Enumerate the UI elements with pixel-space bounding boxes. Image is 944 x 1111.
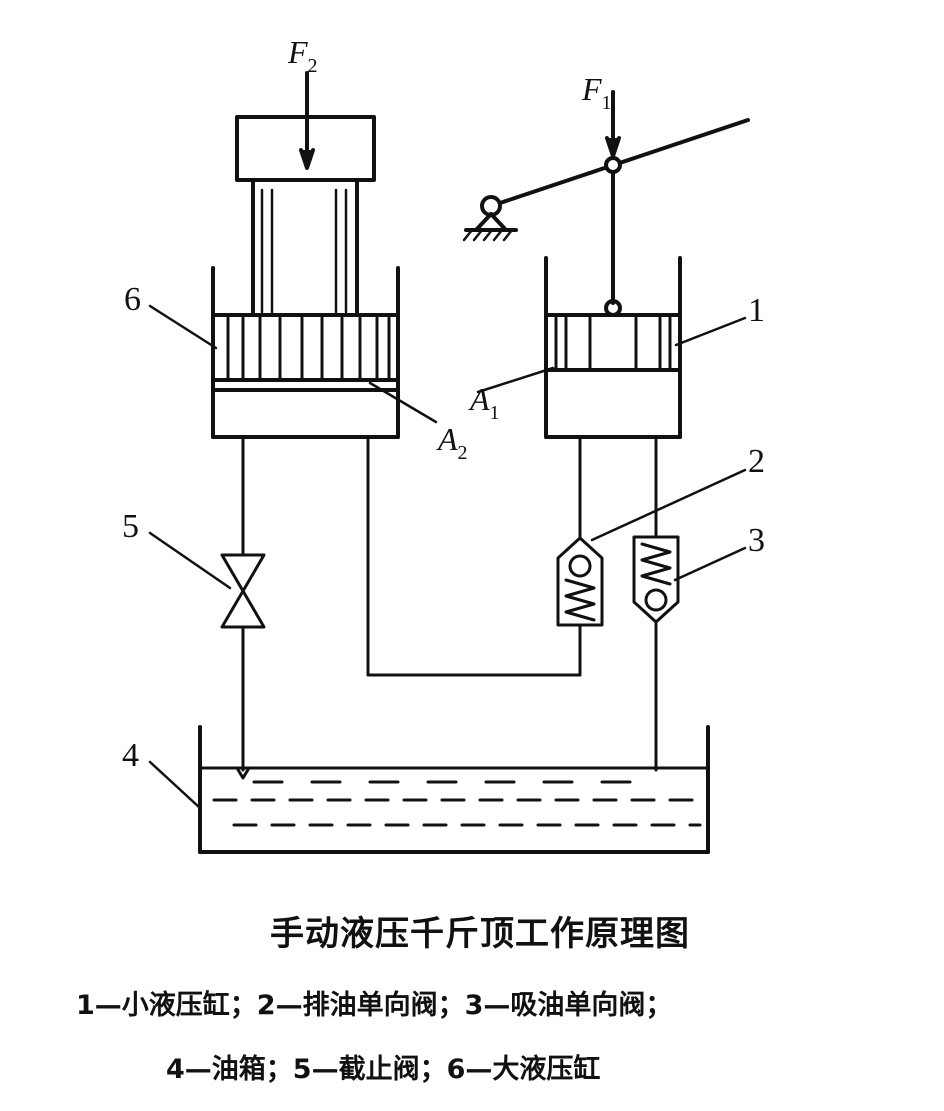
- callout-1: 1: [748, 292, 765, 329]
- small-piston: [544, 313, 682, 372]
- callout-4: 4: [122, 737, 139, 774]
- legend-line-1: 1—小液压缸；2—排油单向阀；3—吸油单向阀；: [76, 990, 673, 1021]
- lever-pivot-support: [462, 212, 518, 242]
- force-label-f2: F2: [287, 34, 318, 77]
- area-label-a1: A1: [468, 381, 500, 424]
- area-label-a2: A2: [436, 421, 468, 464]
- oil-tank: [198, 725, 710, 854]
- discharge-check-valve: [556, 536, 604, 627]
- legend-line-2: 4—油箱；5—截止阀；6—大液压缸: [166, 1054, 601, 1085]
- pipe-lines: [241, 435, 658, 772]
- callout-5: 5: [122, 508, 139, 545]
- callout-2: 2: [748, 443, 765, 480]
- figure-title: 手动液压千斤顶工作原理图: [270, 914, 690, 954]
- force-arrow-f1: [605, 90, 621, 158]
- stop-valve: [220, 553, 266, 629]
- callout-6: 6: [124, 281, 141, 318]
- force-label-f1: F1: [581, 71, 612, 114]
- leader-lines: [148, 304, 747, 810]
- hand-lever: [480, 118, 750, 217]
- callout-3: 3: [748, 522, 765, 559]
- hydraulic-jack-diagram: F2 F1 A1 A2 1 2 3 4 5 6: [122, 34, 765, 854]
- ram-rod: [251, 178, 359, 317]
- force-arrow-f2: [299, 71, 315, 170]
- piston-rod: [604, 168, 622, 317]
- large-piston: [211, 313, 400, 392]
- suction-check-valve: [632, 535, 680, 624]
- large-cylinder: [211, 266, 400, 439]
